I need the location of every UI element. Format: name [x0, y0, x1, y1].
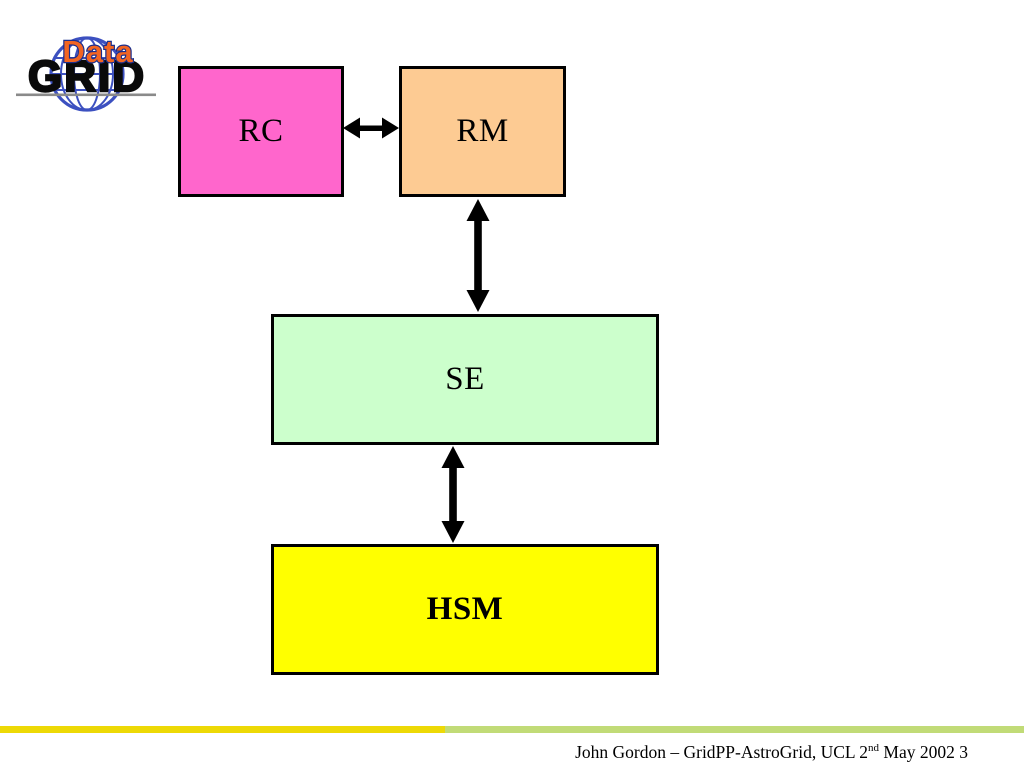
footer-author-text: John Gordon – GridPP-AstroGrid, UCL 2	[575, 742, 869, 762]
box-se-label: SE	[445, 361, 485, 397]
datagrid-logo: GRID Data	[13, 24, 161, 120]
footer-credit: John Gordon – GridPP-AstroGrid, UCL 2nd …	[575, 742, 968, 763]
logo-data-text: Data	[62, 34, 133, 69]
logo-underline	[16, 93, 156, 97]
double-arrow-rm-se-icon	[466, 199, 490, 312]
diagram-box-hsm: HSM	[271, 544, 659, 675]
diagram-box-rc: RC	[178, 66, 344, 197]
datagrid-logo-graphic: GRID Data	[16, 33, 156, 112]
footer-ordinal-superscript: nd	[868, 742, 880, 755]
box-hsm-label: HSM	[426, 591, 504, 627]
slide-number: 3	[959, 742, 968, 762]
diagram-box-rm: RM	[399, 66, 566, 197]
double-arrow-rc-rm-icon	[343, 117, 399, 139]
logo-grid-text: GRID	[28, 52, 146, 101]
box-rc-label: RC	[238, 113, 284, 149]
footer-date-text: May 2002	[879, 742, 960, 762]
diagram-box-se: SE	[271, 314, 659, 445]
double-arrow-se-hsm-icon	[441, 446, 465, 543]
accent-bar-green	[445, 726, 1024, 733]
box-rm-label: RM	[456, 113, 509, 149]
globe-icon	[49, 36, 125, 112]
accent-bar-yellow	[0, 726, 445, 733]
